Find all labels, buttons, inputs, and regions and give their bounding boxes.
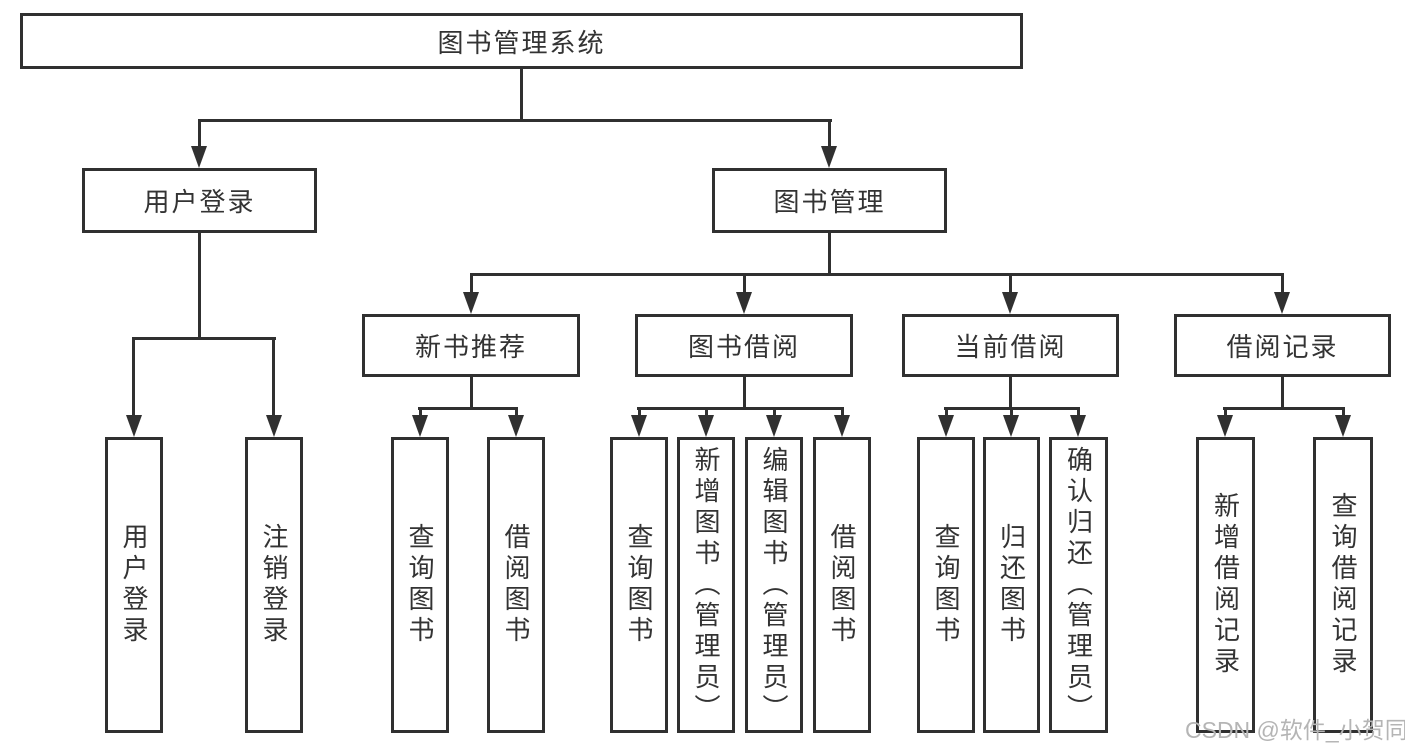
leaf-borrow-books-label: 借阅图书: [827, 523, 857, 647]
connector-user-login-rail: [132, 337, 276, 340]
connector-leaf-drop: [945, 407, 948, 417]
arrowhead-down-icon: [736, 292, 752, 314]
node-current-borrow-label: 当前借阅: [954, 332, 1067, 362]
connector-borrow-records-stem: [1281, 377, 1284, 407]
arrowhead-down-icon: [266, 415, 282, 437]
connector-to-current-borrow: [1009, 273, 1012, 293]
node-current-borrow: 当前借阅: [902, 314, 1119, 377]
node-root-label: 图书管理系统: [437, 27, 606, 58]
connector-book-management-stem: [828, 233, 831, 273]
arrowhead-down-icon: [938, 415, 954, 437]
leaf-logout-label: 注销登录: [259, 523, 289, 647]
connector-current-borrow-stem: [1009, 377, 1012, 407]
connector-book-borrow-stem: [743, 377, 746, 407]
arrowhead-down-icon: [1002, 292, 1018, 314]
leaf-query-borrow-record-label: 查询借阅记录: [1328, 492, 1358, 678]
connector-leaf-drop: [773, 407, 776, 417]
node-book-management: 图书管理: [712, 168, 947, 233]
node-new-book-recommend-label: 新书推荐: [414, 332, 527, 362]
connector-to-new-book: [470, 273, 473, 293]
connector-leaf-drop: [1224, 407, 1227, 417]
connector-borrow-records-rail: [1223, 407, 1345, 410]
leaf-user-login: 用户登录: [105, 437, 163, 733]
arrowhead-down-icon: [463, 292, 479, 314]
connector-leaf-drop: [841, 407, 844, 417]
connector-leaf-drop: [638, 407, 641, 417]
arrowhead-down-icon: [1274, 292, 1290, 314]
connector-leaf-drop: [1342, 407, 1345, 417]
node-book-borrow: 图书借阅: [635, 314, 853, 377]
leaf-add-borrow-record: 新增借阅记录: [1196, 437, 1255, 733]
node-root: 图书管理系统: [20, 13, 1023, 69]
node-user-login-label: 用户登录: [143, 187, 256, 217]
connector-level3-rail: [470, 273, 1284, 276]
leaf-confirm-return-admin-label: 确认归还（管理员）: [1063, 445, 1094, 725]
leaf-edit-book-admin: 编辑图书（管理员）: [745, 437, 803, 733]
connector-leaf-drop: [1010, 407, 1013, 417]
connector-leaf-drop: [705, 407, 708, 417]
connector-leaf-drop: [419, 407, 422, 417]
csdn-watermark: CSDN @软件_小贺同学: [1185, 717, 1405, 743]
connector-book-borrow-rail: [637, 407, 844, 410]
connector-leaf-drop: [1077, 407, 1080, 417]
leaf-logout: 注销登录: [245, 437, 303, 733]
arrowhead-down-icon: [821, 146, 837, 168]
leaf-query-books-current-label: 查询图书: [931, 523, 961, 647]
node-user-login: 用户登录: [82, 168, 317, 233]
arrowhead-down-icon: [412, 415, 428, 437]
connector-to-user-login: [198, 119, 201, 147]
connector-level1-rail: [198, 119, 832, 122]
leaf-add-book-admin: 新增图书（管理员）: [677, 437, 735, 733]
connector-to-book-management: [828, 119, 831, 147]
leaf-query-books-borrow: 查询图书: [610, 437, 668, 733]
leaf-return-book-label: 归还图书: [996, 523, 1027, 647]
arrowhead-down-icon: [1070, 415, 1086, 437]
leaf-borrow-books: 借阅图书: [813, 437, 871, 733]
arrowhead-down-icon: [126, 415, 142, 437]
connector-new-book-stem: [470, 377, 473, 407]
leaf-user-login-label: 用户登录: [119, 523, 149, 647]
arrowhead-down-icon: [631, 415, 647, 437]
node-borrow-records: 借阅记录: [1174, 314, 1391, 377]
arrowhead-down-icon: [698, 415, 714, 437]
arrowhead-down-icon: [508, 415, 524, 437]
arrowhead-down-icon: [191, 146, 207, 168]
arrowhead-down-icon: [1335, 415, 1351, 437]
connector-to-leaf-user-login: [132, 337, 135, 415]
leaf-query-books-current: 查询图书: [917, 437, 975, 733]
leaf-query-books-recommend-label: 查询图书: [405, 523, 435, 647]
arrowhead-down-icon: [766, 415, 782, 437]
connector-to-book-borrow: [743, 273, 746, 293]
node-new-book-recommend: 新书推荐: [362, 314, 580, 377]
leaf-query-books-recommend: 查询图书: [391, 437, 449, 733]
leaf-return-book: 归还图书: [983, 437, 1040, 733]
leaf-add-borrow-record-label: 新增借阅记录: [1210, 492, 1241, 678]
node-book-borrow-label: 图书借阅: [687, 332, 800, 362]
leaf-add-book-admin-label: 新增图书（管理员）: [691, 445, 721, 725]
leaf-edit-book-admin-label: 编辑图书（管理员）: [759, 445, 789, 725]
connector-new-book-rail: [418, 407, 518, 410]
leaf-confirm-return-admin: 确认归还（管理员）: [1049, 437, 1108, 733]
connector-root-stem: [520, 69, 523, 119]
connector-to-borrow-records: [1281, 273, 1284, 293]
connector-leaf-drop: [515, 407, 518, 417]
connector-user-login-stem: [198, 233, 201, 337]
leaf-query-books-borrow-label: 查询图书: [624, 523, 654, 647]
arrowhead-down-icon: [1003, 415, 1019, 437]
arrowhead-down-icon: [834, 415, 850, 437]
leaf-borrow-books-recommend: 借阅图书: [487, 437, 545, 733]
node-borrow-records-label: 借阅记录: [1226, 332, 1339, 362]
connector-to-leaf-logout: [272, 337, 275, 415]
leaf-borrow-books-recommend-label: 借阅图书: [501, 523, 531, 647]
arrowhead-down-icon: [1217, 415, 1233, 437]
leaf-query-borrow-record: 查询借阅记录: [1313, 437, 1373, 733]
node-book-management-label: 图书管理: [773, 187, 886, 217]
